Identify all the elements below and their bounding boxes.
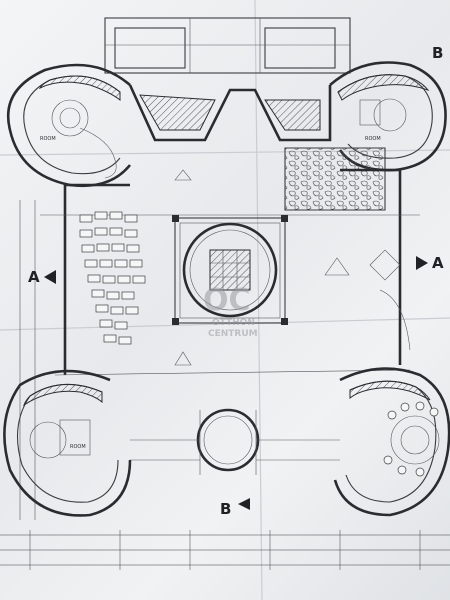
section-marker-top: B (432, 44, 443, 62)
watermark-line2: CENTRUM (208, 329, 258, 339)
tower-upper-left: ROOM (6, 63, 132, 188)
right-features (174, 169, 411, 366)
svg-text:ROOM: ROOM (40, 136, 56, 142)
section-markers: A A B B (28, 44, 444, 518)
section-marker-right: A (432, 254, 444, 272)
top-wing (104, 17, 351, 74)
watermark-monogram: OC (203, 283, 251, 318)
upper-connector (128, 84, 386, 211)
svg-text:ROOM: ROOM (70, 444, 86, 450)
watermark-logo: OC OTTHON CENTRUM (203, 283, 258, 339)
section-marker-left: A (28, 268, 40, 286)
watermark-line1: OTTHON (212, 318, 255, 328)
section-marker-bottom: B (220, 500, 231, 518)
dimension-lines (0, 200, 450, 570)
tower-lower-left: ROOM (3, 369, 132, 517)
svg-text:ROOM: ROOM (365, 136, 381, 142)
central-pavilion (172, 215, 288, 325)
tower-bottom-center (130, 408, 340, 475)
main-hall (40, 168, 420, 376)
seating (79, 211, 146, 345)
tower-lower-right (333, 367, 450, 517)
